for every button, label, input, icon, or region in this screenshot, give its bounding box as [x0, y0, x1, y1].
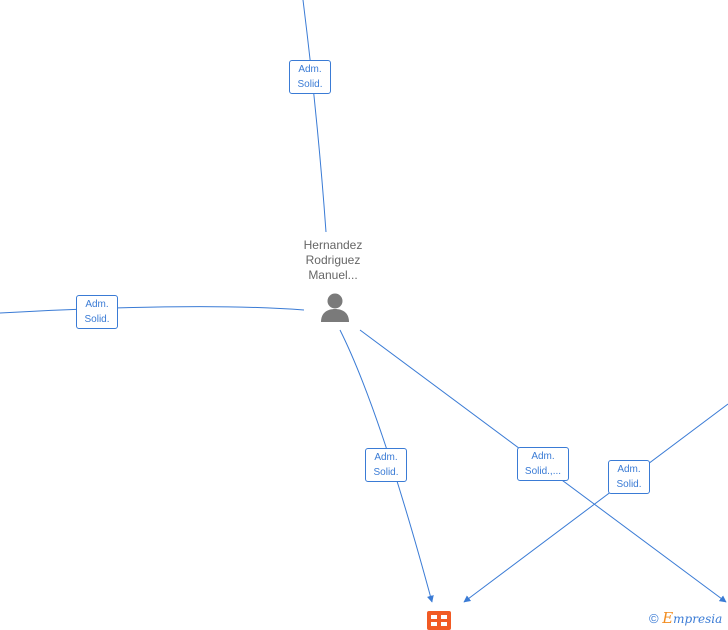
company-building-icon[interactable] — [427, 611, 451, 630]
edge-label-lower-right: Adm. Solid. — [608, 460, 650, 494]
empresia-watermark: © Empresia — [649, 609, 722, 627]
edge-label-line: Solid. — [616, 479, 642, 490]
edge-label-line: Solid. — [297, 79, 323, 90]
edge-to-company-left — [339, 329, 434, 603]
edge-left — [0, 306, 305, 314]
edge-label-line: Adm. — [85, 299, 109, 310]
edge-label-line: Adm. — [298, 64, 322, 75]
edge-label-line: Solid. — [84, 314, 110, 325]
brand-logo: Empresia — [662, 609, 723, 627]
edge-from-right-to-company — [463, 403, 728, 603]
person-name-line: Hernandez — [303, 238, 363, 252]
person-name-line: Rodriguez — [305, 253, 361, 267]
edge-label-left: Adm. Solid. — [76, 295, 118, 329]
edge-label-line: Adm. — [374, 452, 398, 463]
edge-label-line: Adm. — [617, 464, 641, 475]
edge-label-top: Adm. Solid. — [289, 60, 331, 94]
person-node-label[interactable]: Hernandez Rodriguez Manuel... — [283, 238, 383, 283]
edge-label-lower-middle: Adm. Solid.,... — [517, 447, 569, 481]
edge-label-line: Adm. — [531, 451, 555, 462]
person-name-line: Manuel... — [308, 268, 358, 282]
edge-label-line: Solid. — [373, 467, 399, 478]
edge-label-line: Solid.,... — [524, 466, 562, 477]
edge-top — [302, 0, 327, 233]
copyright-symbol: © — [649, 611, 659, 626]
edge-label-lower-left: Adm. Solid. — [365, 448, 407, 482]
person-icon[interactable] — [318, 292, 352, 324]
